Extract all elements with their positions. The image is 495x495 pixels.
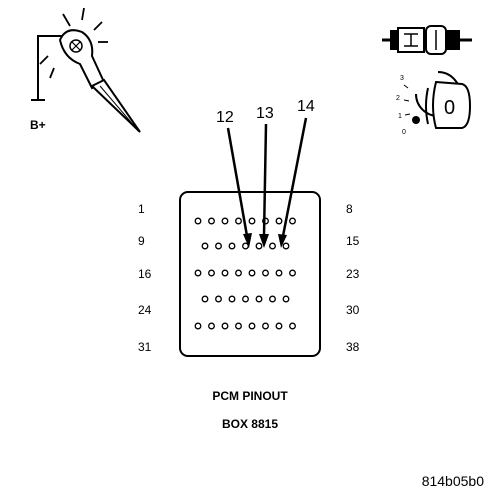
pin-2: [208, 217, 215, 225]
pin-21: [262, 269, 269, 277]
b-plus-label: B+: [30, 118, 46, 132]
pin-31: [194, 322, 202, 330]
test-light-icon: [31, 7, 141, 133]
ignition-position-1: 1: [398, 113, 402, 120]
row-1-last: 8: [346, 202, 353, 216]
pin-18: [221, 269, 229, 277]
pin-35: [248, 322, 256, 330]
connector-disconnect-icon: [382, 25, 472, 55]
pin-36: [262, 322, 269, 330]
pin-30: [282, 295, 290, 303]
pin-5: [248, 217, 256, 225]
pcm-pin-grid: [194, 217, 296, 330]
pin-14: [269, 242, 276, 250]
pin-10: [215, 242, 222, 250]
row-3-last: 23: [346, 267, 360, 281]
arrow-label-14: 14: [297, 98, 315, 115]
pin-24: [201, 295, 209, 303]
caption-line-2: BOX 8815: [222, 417, 278, 431]
pin-17: [208, 269, 215, 277]
row-5-last: 38: [346, 340, 360, 354]
pin-13: [255, 242, 263, 250]
caption-line-1: PCM PINOUT: [212, 389, 288, 403]
ignition-position-0: 0: [402, 129, 406, 136]
pin-33: [221, 322, 229, 330]
pin-9: [201, 242, 209, 250]
pin-27: [242, 295, 249, 303]
pin-14-arrow: [278, 117, 308, 248]
ignition-position-3: 3: [400, 75, 404, 82]
pin-19: [235, 269, 242, 277]
pin-22: [275, 269, 283, 277]
pin-28: [255, 295, 263, 303]
row-1-first: 1: [138, 202, 145, 216]
row-3-first: 16: [138, 267, 152, 281]
pin-8: [289, 217, 296, 225]
row-2-last: 15: [346, 234, 360, 248]
row-2-first: 9: [138, 234, 145, 248]
pin-16: [194, 269, 202, 277]
pin-23: [289, 269, 296, 277]
pin-34: [235, 322, 242, 330]
pin-4: [235, 217, 242, 225]
pin-25: [215, 295, 222, 303]
ignition-key-label: 0: [444, 97, 455, 119]
pin-13-arrow: [259, 123, 269, 248]
ignition-position-2: 2: [396, 95, 400, 102]
row-4-last: 30: [346, 303, 360, 317]
pin-32: [208, 322, 215, 330]
pin-37: [275, 322, 283, 330]
figure-id: 814b05b0: [422, 473, 485, 489]
pin-11: [228, 242, 236, 250]
arrow-label-12: 12: [216, 109, 234, 126]
pin-38: [289, 322, 296, 330]
pin-7: [275, 217, 283, 225]
ignition-switch-icon: [403, 71, 472, 129]
pin-1: [194, 217, 202, 225]
row-5-first: 31: [138, 340, 152, 354]
pin-29: [269, 295, 276, 303]
arrow-label-13: 13: [256, 105, 274, 122]
pin-12-arrow: [226, 127, 252, 248]
pin-3: [221, 217, 229, 225]
pin-20: [248, 269, 256, 277]
pin-26: [228, 295, 236, 303]
pin-15: [282, 242, 290, 250]
row-4-first: 24: [138, 303, 152, 317]
